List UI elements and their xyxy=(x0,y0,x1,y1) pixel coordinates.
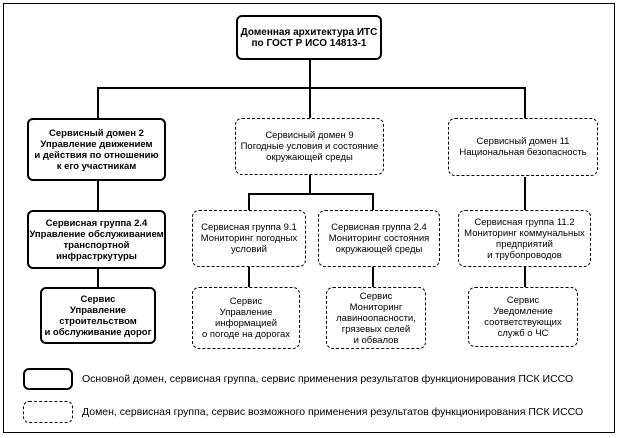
legend-solid-text: Основной домен, сервисная группа, сервис… xyxy=(82,373,574,385)
box-text-line: Сервис xyxy=(80,293,116,305)
connector xyxy=(524,177,526,211)
connector xyxy=(309,59,311,87)
connector xyxy=(248,193,250,211)
box-text-line: и обслуживание дорог xyxy=(44,326,152,338)
box-text-line: Мониторинг погодных xyxy=(200,233,298,244)
box-text-line: Доменная архитектура ИТС xyxy=(240,26,378,38)
box-text-line: инфрастркутуры xyxy=(56,250,137,262)
connector xyxy=(248,193,373,195)
box-text-line: Управление xyxy=(69,304,127,316)
connector xyxy=(97,181,99,211)
connector xyxy=(97,269,99,288)
box-text-line: Управление обслуживанием xyxy=(29,228,164,240)
diagram-frame xyxy=(3,3,615,433)
box-text-line: и действия по отношению xyxy=(34,149,159,161)
box-text-line: Мониторинг xyxy=(349,301,403,313)
connector xyxy=(309,87,311,118)
box-text-line: Управление движением xyxy=(40,138,153,150)
box-text-line: Мониторинг состояния xyxy=(328,233,430,244)
box-text-line: и трубопроводов xyxy=(487,249,562,261)
box-text-line: предприятий xyxy=(496,238,553,250)
connector xyxy=(97,87,525,89)
connector xyxy=(372,267,374,288)
box-text-line: Сервис xyxy=(229,296,263,307)
box-text-line: Сервисный домен 11 xyxy=(476,136,570,147)
box-text-line: соответствующих xyxy=(484,317,562,328)
box-text-line: Уведомление xyxy=(493,306,553,317)
box-text-line: и обвалов xyxy=(353,334,399,346)
box-text-line: условий xyxy=(231,244,267,255)
box-text-line: транспортной xyxy=(63,239,130,251)
box-text-line: окружающей среды xyxy=(266,152,353,163)
box-text-line: лавиноопасности, xyxy=(336,312,416,324)
box-text-line: Сервисная группа 2.4 xyxy=(331,222,427,233)
box-text-line: грязевых селей xyxy=(341,323,411,335)
legend-solid-swatch xyxy=(23,368,73,390)
box-text-line: служб о ЧС xyxy=(497,328,549,339)
legend-dashed-text: Домен, сервисная группа, сервис возможно… xyxy=(82,406,584,418)
connector xyxy=(97,87,99,118)
connector xyxy=(524,87,526,118)
connector xyxy=(309,175,311,193)
box-text-line: о погоде на дорогах xyxy=(201,329,290,340)
connector xyxy=(248,267,250,288)
box-text-line: Сервис xyxy=(506,295,540,306)
box-text-line: Сервисная группа 11.2 xyxy=(474,216,575,228)
box-text-line: строительством xyxy=(59,315,137,327)
box-text-line: окружающей среды xyxy=(335,244,423,255)
box-text-line: Мониторинг коммунальных xyxy=(464,227,585,239)
box-text-line: Управление xyxy=(219,307,273,318)
box-text-line: Сервис xyxy=(359,290,393,302)
box-text-line: по ГОСТ Р ИСО 14813-1 xyxy=(251,37,367,49)
box-text-line: Сервисный домен 2 xyxy=(49,127,144,139)
box-text-line: Сервисная группа 2.4 xyxy=(45,217,148,229)
legend-dashed-swatch xyxy=(23,401,73,423)
box-text-line: Погодные условия и состояние xyxy=(240,141,379,152)
box-text-line: к его участникам xyxy=(56,160,137,172)
box-text-line: Национальная безопасность xyxy=(459,147,587,158)
box-text-line: Сервисная группа 9.1 xyxy=(201,222,297,233)
box-text-line: Сервисный домен 9 xyxy=(265,130,354,141)
box-text-line: информацией xyxy=(214,318,278,329)
connector xyxy=(372,193,374,211)
connector xyxy=(524,267,526,288)
